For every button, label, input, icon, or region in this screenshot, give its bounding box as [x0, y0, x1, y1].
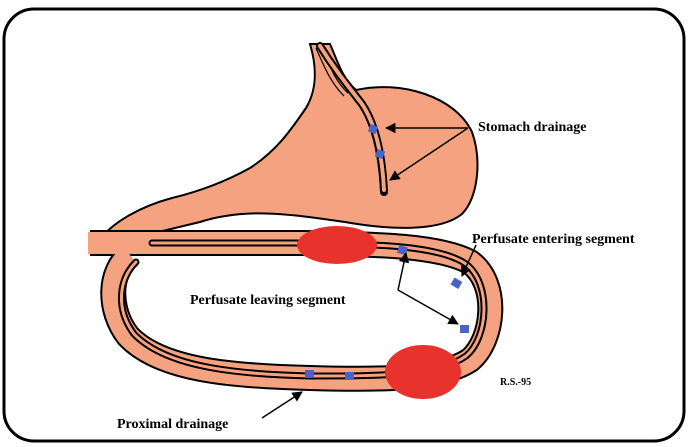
label-perfusate-entering: Perfusate entering segment [472, 232, 635, 247]
author-signature: R.S.-95 [500, 377, 531, 388]
label-perfusate-leaving: Perfusate leaving segment [190, 293, 346, 308]
label-stomach-drainage: Stomach drainage [478, 120, 587, 135]
port-proximal-1 [305, 370, 314, 378]
balloon-proximal [297, 226, 377, 264]
balloon-distal [385, 345, 461, 399]
port-leaving-1 [460, 325, 469, 333]
label-proximal-drainage: Proximal drainage [117, 417, 228, 432]
port-proximal-2 [345, 372, 354, 380]
